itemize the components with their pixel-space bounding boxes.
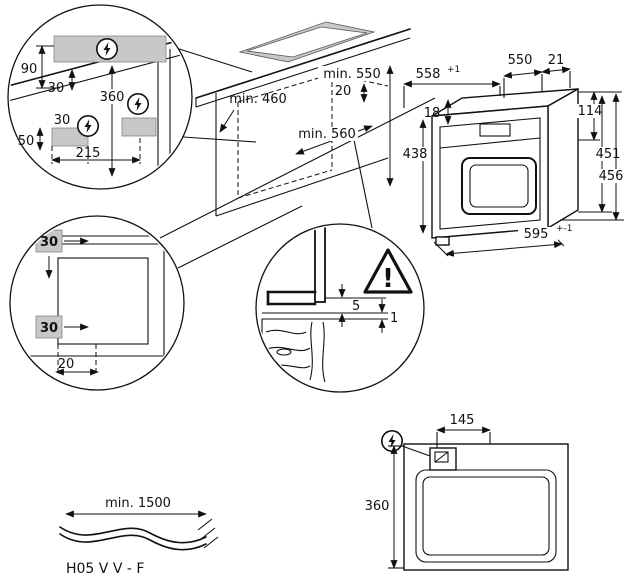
label-bg	[518, 227, 558, 241]
edge-detail-callout: 5 1 !	[255, 223, 425, 393]
dim-min-560: min. 560	[298, 127, 356, 142]
warning-exclamation: !	[382, 264, 394, 294]
dim-30-bottom: 30	[40, 321, 58, 336]
dim-line-21	[541, 66, 571, 75]
corner-detail-content	[12, 229, 180, 380]
corner-detail-callout: 30 30 20	[9, 215, 185, 391]
edge-detail-content	[261, 226, 388, 383]
dim-50: 50	[18, 134, 35, 149]
electrical-connection-callout: 90 30 360 30 50 215	[7, 4, 257, 190]
dim-21: 21	[548, 53, 565, 68]
dim-line-550	[503, 69, 543, 79]
oven-display	[479, 123, 511, 137]
side-panel-section	[314, 226, 326, 303]
callout-leader-2	[182, 136, 257, 143]
oven-body	[431, 87, 579, 246]
callout-circle-corner	[9, 215, 185, 391]
dim-30-lower: 30	[54, 113, 71, 128]
top-view-outline	[403, 443, 569, 571]
dim-min-550: min. 550	[323, 67, 381, 82]
dim-558: 558	[416, 67, 441, 82]
dim-595-tolerance: +-1	[556, 224, 573, 234]
dim-min-1500: min. 1500	[105, 496, 171, 511]
cable-strand-2	[59, 533, 207, 551]
dim-20-gap: 20	[335, 84, 352, 99]
dim-438: 438	[403, 147, 428, 162]
dim-456: 456	[599, 169, 624, 184]
dim-arrow-min460	[219, 109, 235, 133]
dim-30-top: 30	[40, 235, 58, 250]
dim-145: 145	[450, 413, 475, 428]
label-bg	[576, 104, 604, 118]
label-bg	[97, 89, 127, 104]
cable-type-label: H05 V V - F	[66, 561, 144, 577]
oven-isometric-view: 558 +1 550 21 18 114 451 456 438	[400, 53, 625, 257]
oven-door-window	[461, 157, 537, 215]
dim-595: 595	[524, 227, 549, 242]
label-bg	[400, 147, 430, 161]
power-bolt-icon	[77, 115, 99, 137]
top-view-cavity	[415, 469, 557, 563]
worktop-cutout-inner	[246, 26, 368, 58]
leader-to-edge-detail	[353, 139, 373, 229]
dim-90: 90	[21, 62, 38, 77]
terminal-box-inner	[434, 451, 449, 463]
dim-line-595	[445, 241, 563, 257]
label-bg	[296, 127, 358, 141]
mains-terminal-box	[429, 447, 457, 471]
dim-114: 114	[578, 104, 603, 119]
oven-foot-left	[435, 236, 450, 246]
label-bg	[318, 66, 384, 81]
connection-zone-right	[121, 117, 157, 137]
wood-grain	[263, 321, 326, 383]
dim-360-depth: 360	[365, 499, 390, 514]
label-bg	[598, 169, 625, 183]
dim-451: 451	[596, 147, 621, 162]
callout-leader-1	[175, 47, 253, 73]
power-bolt-icon	[96, 37, 118, 61]
dim-min-460: min. 460	[229, 92, 287, 107]
power-cable-detail: min. 1500 H05 V V - F	[59, 496, 219, 577]
fixing-zone-bottom	[35, 315, 63, 339]
dim-360: 360	[100, 90, 125, 105]
dim-215: 215	[76, 146, 101, 161]
oven-door-window-inner	[469, 164, 529, 208]
cable-strand-1	[59, 526, 207, 544]
cable-cut-end	[197, 518, 219, 549]
power-bolt-icon	[127, 93, 149, 115]
dim-558-tolerance: +1	[447, 65, 460, 75]
leader-to-terminal	[401, 445, 431, 457]
dim-1: 1	[390, 311, 398, 326]
worktop-edges	[195, 28, 411, 108]
connection-zone-left	[51, 127, 89, 147]
dim-18: 18	[424, 106, 441, 121]
oven-top-view: 145 360	[365, 413, 569, 571]
warning-triangle-icon: !	[363, 248, 413, 294]
dim-5: 5	[352, 299, 360, 314]
dim-550: 550	[508, 53, 533, 68]
cabinet-isometric-view: min. 550 20 min. 460 min. 560	[159, 21, 436, 269]
callout-circle-edge	[255, 223, 425, 393]
dim-30-upper: 30	[48, 81, 65, 96]
power-bolt-icon	[380, 429, 404, 453]
niche-front-opening	[57, 257, 149, 345]
top-view-cavity-inner	[422, 476, 550, 556]
dim-20: 20	[58, 357, 75, 372]
